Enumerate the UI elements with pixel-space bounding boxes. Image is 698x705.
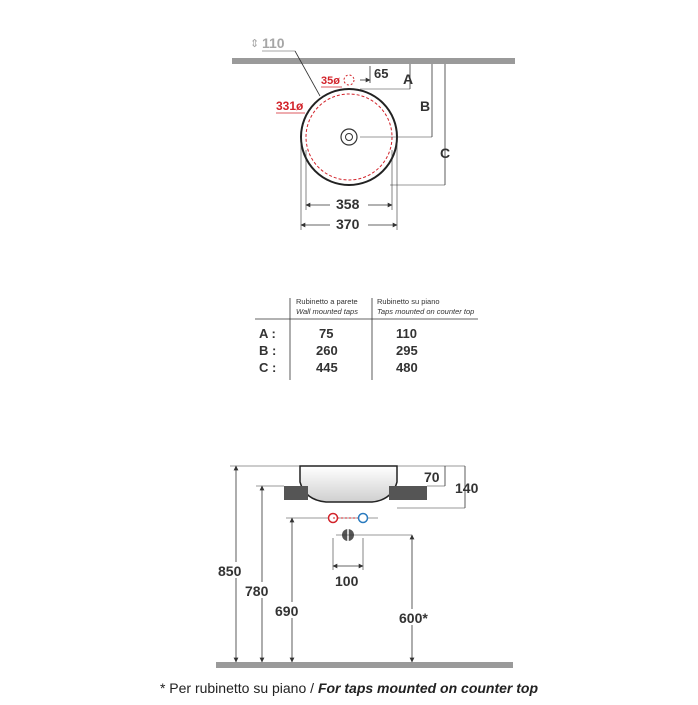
cold-tap-icon <box>357 512 369 524</box>
width-outer-label: 370 <box>336 216 360 232</box>
counter-left <box>284 486 308 500</box>
table-cell: 480 <box>396 360 418 375</box>
counter-right <box>389 486 427 500</box>
floor-to-drain-label: 690 <box>275 603 299 619</box>
col1-subtitle: Wall mounted taps <box>296 307 358 316</box>
col1-title: Rubinetto a parete <box>296 297 358 306</box>
wall-offset-arrow-icon: ⇕ <box>250 38 259 50</box>
dim-a-label: A <box>403 71 413 87</box>
tap-hole-circle <box>343 74 355 86</box>
footnote-italian: * Per rubinetto su piano / <box>159 680 315 696</box>
bowl-profile <box>299 465 398 503</box>
col2-title: Rubinetto su piano <box>377 297 440 306</box>
table-row-label: B : <box>259 343 276 358</box>
floor-to-top-label: 850 <box>218 563 242 579</box>
width-inner-label: 358 <box>336 196 360 212</box>
bowl-height-label: 70 <box>424 469 440 485</box>
dimension-table: Rubinetto a parete Wall mounted taps Rub… <box>255 297 478 380</box>
col2-subtitle: Taps mounted on counter top <box>377 307 474 316</box>
footnote-english: For taps mounted on counter top <box>317 680 539 696</box>
table-row-label: C : <box>259 360 276 375</box>
side-view: 70 140 100 850 780 690 <box>216 465 513 668</box>
waste-offset-label: 100 <box>335 573 359 589</box>
tap-hole-label: 35ø <box>321 75 340 87</box>
floor-to-trap-label: 600* <box>399 610 428 626</box>
table-cell: 110 <box>396 326 417 341</box>
inner-diameter-label: 331ø <box>276 99 304 113</box>
dim-c-label: C <box>440 145 450 161</box>
floor-to-counter-label: 780 <box>245 583 269 599</box>
total-height-label: 140 <box>455 480 479 496</box>
table-cell: 75 <box>319 326 333 341</box>
floor-bar <box>216 662 513 668</box>
dim-b-label: B <box>420 98 430 114</box>
drain-circle <box>340 128 358 146</box>
table-cell: 260 <box>316 343 338 358</box>
tap-offset-label: 65 <box>374 66 388 81</box>
table-cell: 445 <box>316 360 338 375</box>
table-row-label: A : <box>259 326 276 341</box>
table-cell: 295 <box>396 343 418 358</box>
wall-offset-label: 110 <box>262 35 285 51</box>
footnote: * Per rubinetto su piano / For taps moun… <box>0 680 698 696</box>
top-view: ⇕ 110 35ø 65 331ø A B C <box>232 35 515 232</box>
wall-bar <box>232 58 515 64</box>
